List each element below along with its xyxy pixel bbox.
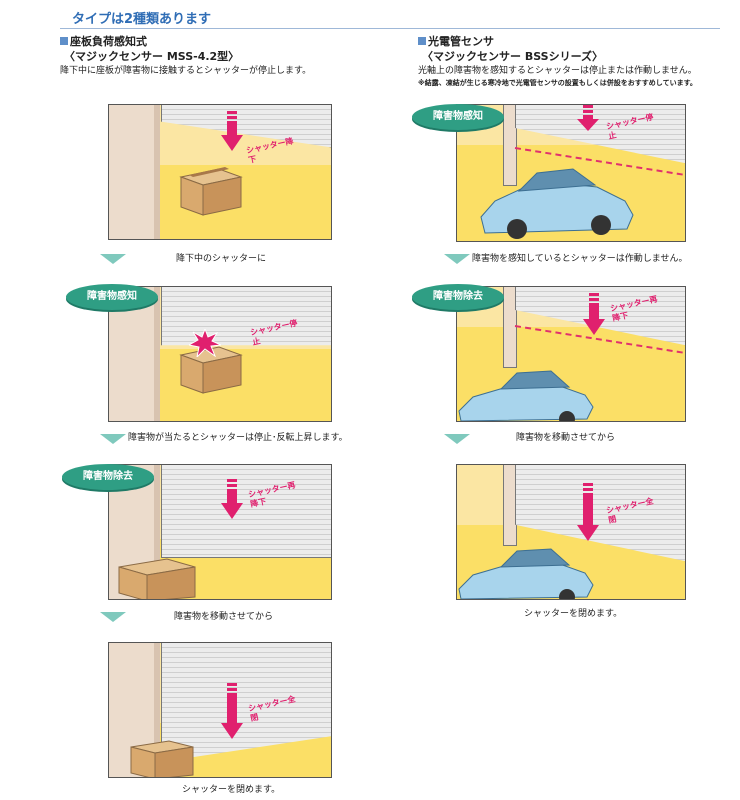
- right-section-header: 光電管センサ 〈マジックセンサー BSSシリーズ〉 光軸上の障害物を感知するとシ…: [418, 34, 738, 89]
- shutter: [161, 465, 331, 558]
- step-arrow-icon: [100, 612, 126, 622]
- left-scene-2: シャッター停止: [108, 286, 332, 422]
- left-section-header: 座板負荷感知式 〈マジックセンサー MSS-4.2型〉 降下中に座板が障害物に接…: [60, 34, 390, 78]
- pillar-shade: [154, 105, 160, 239]
- right-scene-2: シャッター再降下: [456, 286, 686, 422]
- right-section-note: ※結露、凍結が生じる寒冷地で光電管センサの設置もしくは併設をおすすめしています。: [418, 79, 697, 87]
- left-scene-3: シャッター再降下: [108, 464, 332, 600]
- step-arrow-icon: [100, 434, 126, 444]
- step-caption: 障害物が当たるとシャッターは停止･反転上昇します。: [128, 433, 348, 443]
- right-scene-3: シャッター全閉: [456, 464, 686, 600]
- pillar-shade: [154, 643, 160, 777]
- shutter: [161, 105, 331, 148]
- step-caption: 障害物を移動させてから: [174, 612, 274, 622]
- step-caption: 降下中のシャッターに: [176, 254, 267, 264]
- step-caption: 障害物を感知しているとシャッターは作動しません。: [472, 254, 688, 264]
- right-title-text: 光電管センサ: [428, 35, 494, 48]
- cardboard-box: [118, 558, 196, 599]
- step-arrow-icon: [444, 254, 470, 264]
- down-arrow-icon: [577, 105, 599, 131]
- step-caption: シャッターを閉めます。: [524, 609, 623, 619]
- car-image: [458, 548, 594, 599]
- page-header: タイプは2種類あります: [60, 6, 720, 29]
- right-section-description: 光軸上の障害物を感知するとシャッターは停止または作動しません。: [418, 66, 697, 76]
- impact-burst-icon: [189, 329, 221, 357]
- square-bullet-icon: [60, 37, 68, 45]
- pillar: [503, 287, 517, 368]
- down-arrow-icon: [221, 111, 243, 151]
- right-section-title: 光電管センサ: [418, 34, 738, 49]
- left-title-text: 座板負荷感知式: [70, 35, 147, 48]
- left-scene-4: シャッター全閉: [108, 642, 332, 778]
- left-section-subtitle: 〈マジックセンサー MSS-4.2型〉: [64, 50, 240, 63]
- down-arrow-icon: [583, 293, 605, 335]
- pillar: [503, 465, 517, 546]
- left-section-description: 降下中に座板が障害物に接触するとシャッターが停止します。: [60, 66, 312, 76]
- down-arrow-icon: [221, 479, 243, 519]
- left-scene-1: シャッター降下: [108, 104, 332, 240]
- step-arrow-icon: [100, 254, 126, 264]
- status-bubble: 障害物除去: [62, 464, 154, 490]
- page-title: タイプは2種類あります: [72, 12, 212, 27]
- step-arrow-icon: [444, 434, 470, 444]
- cardboard-box: [179, 167, 243, 216]
- shutter: [161, 287, 331, 346]
- pillar: [503, 105, 517, 186]
- status-bubble: 障害物感知: [66, 284, 158, 310]
- right-section-subtitle: 〈マジックセンサー BSSシリーズ〉: [422, 50, 604, 63]
- pillar: [109, 105, 156, 239]
- right-scene-1: シャッター停止: [456, 104, 686, 242]
- square-bullet-icon: [418, 37, 426, 45]
- car-image: [480, 168, 634, 239]
- status-bubble: 障害物感知: [412, 104, 504, 130]
- pillar-shade: [154, 287, 160, 421]
- status-bubble: 障害物除去: [412, 284, 504, 310]
- step-caption: シャッターを閉めます。: [182, 785, 281, 795]
- down-arrow-icon: [577, 483, 599, 541]
- step-caption: 障害物を移動させてから: [516, 433, 616, 443]
- scene-label: シャッター降下: [245, 136, 295, 166]
- cardboard-box: [179, 346, 243, 394]
- car-image: [458, 370, 594, 421]
- pillar-shade: [154, 465, 160, 599]
- left-section-title: 座板負荷感知式: [60, 34, 390, 49]
- down-arrow-icon: [221, 683, 243, 739]
- cardboard-box: [130, 740, 194, 777]
